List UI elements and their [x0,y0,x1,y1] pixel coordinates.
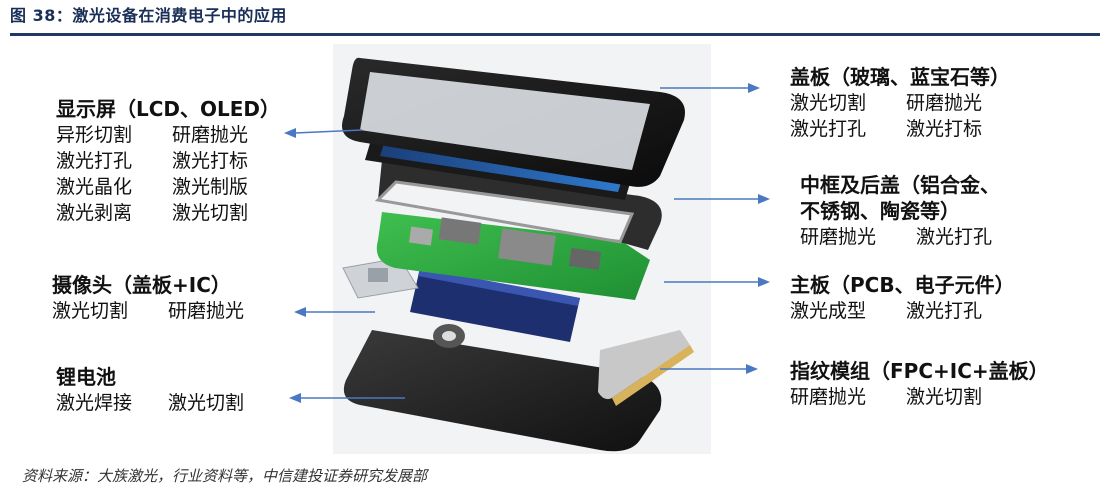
label-mainboard: 主板（PCB、电子元件） 激光成型 激光打孔 [790,272,1015,324]
label-frame-head: 中框及后盖（铝合金、 [800,173,1000,197]
title-divider [10,33,1100,36]
label-camera-item: 研磨抛光 [168,300,245,322]
arrow-battery [289,393,405,403]
label-display-item: 激光制版 [172,176,249,198]
arrow-fingerprint [660,364,758,374]
label-camera-head: 摄像头（盖板+IC） [52,273,231,297]
label-cover-item: 激光打标 [906,118,983,140]
label-cover-head: 盖板（玻璃、蓝宝石等） [790,65,1010,89]
fingerprint-module [598,330,694,406]
label-display-item: 激光打孔 [56,150,133,172]
label-cover-item: 激光打孔 [790,118,867,140]
arrow-display [284,128,363,138]
pcb-board [376,212,650,300]
label-display: 显示屏（LCD、OLED） 异形切割 研磨抛光 激光打孔 激光打标 激光晶化 激光制版… [56,96,280,226]
label-fingerprint: 指纹模组（FPC+IC+盖板） 研磨抛光 激光切割 [790,358,1049,410]
label-battery: 锂电池 激光焊接 激光切割 [56,364,244,416]
label-frame-item: 激光打孔 [916,226,993,248]
battery [410,268,580,342]
label-display-head: 显示屏（LCD、OLED） [56,97,281,121]
cover-glass [342,57,685,187]
label-display-item: 激光切割 [172,202,249,224]
middle-frame [374,160,662,250]
label-display-item: 异形切割 [56,124,133,146]
source-note: 资料来源：大族激光，行业资料等，中信建投证券研究发展部 [22,467,428,485]
label-battery-item: 激光切割 [168,392,245,414]
label-display-item: 激光打标 [172,150,249,172]
label-frame: 中框及后盖（铝合金、 不锈钢、陶瓷等） 研磨抛光 激光打孔 [800,172,1000,250]
label-display-item: 激光剥离 [56,202,133,224]
label-camera: 摄像头（盖板+IC） 激光切割 研磨抛光 [52,272,244,324]
label-fingerprint-head: 指纹模组（FPC+IC+盖板） [790,359,1049,383]
label-cover: 盖板（玻璃、蓝宝石等） 激光切割 研磨抛光 激光打孔 激光打标 [790,64,1010,142]
arrow-camera [294,307,375,317]
back-cover [343,324,662,452]
arrow-cover [660,83,760,93]
label-fingerprint-item: 激光切割 [906,386,983,408]
arrow-frame [674,194,770,204]
arrow-mainboard [664,277,770,287]
label-battery-head: 锂电池 [56,365,116,389]
label-mainboard-item: 激光成型 [790,300,867,322]
label-frame-head: 不锈钢、陶瓷等） [800,199,960,223]
label-battery-item: 激光焊接 [56,392,133,414]
label-cover-item: 激光切割 [790,92,867,114]
label-mainboard-item: 激光打孔 [906,300,983,322]
figure-title: 图 38：激光设备在消费电子中的应用 [10,6,287,25]
label-frame-item: 研磨抛光 [800,226,877,248]
label-cover-item: 研磨抛光 [906,92,983,114]
label-display-item: 激光晶化 [56,176,133,198]
label-fingerprint-item: 研磨抛光 [790,386,867,408]
label-camera-item: 激光切割 [52,300,129,322]
label-display-item: 研磨抛光 [172,124,249,146]
label-mainboard-head: 主板（PCB、电子元件） [790,273,1015,297]
